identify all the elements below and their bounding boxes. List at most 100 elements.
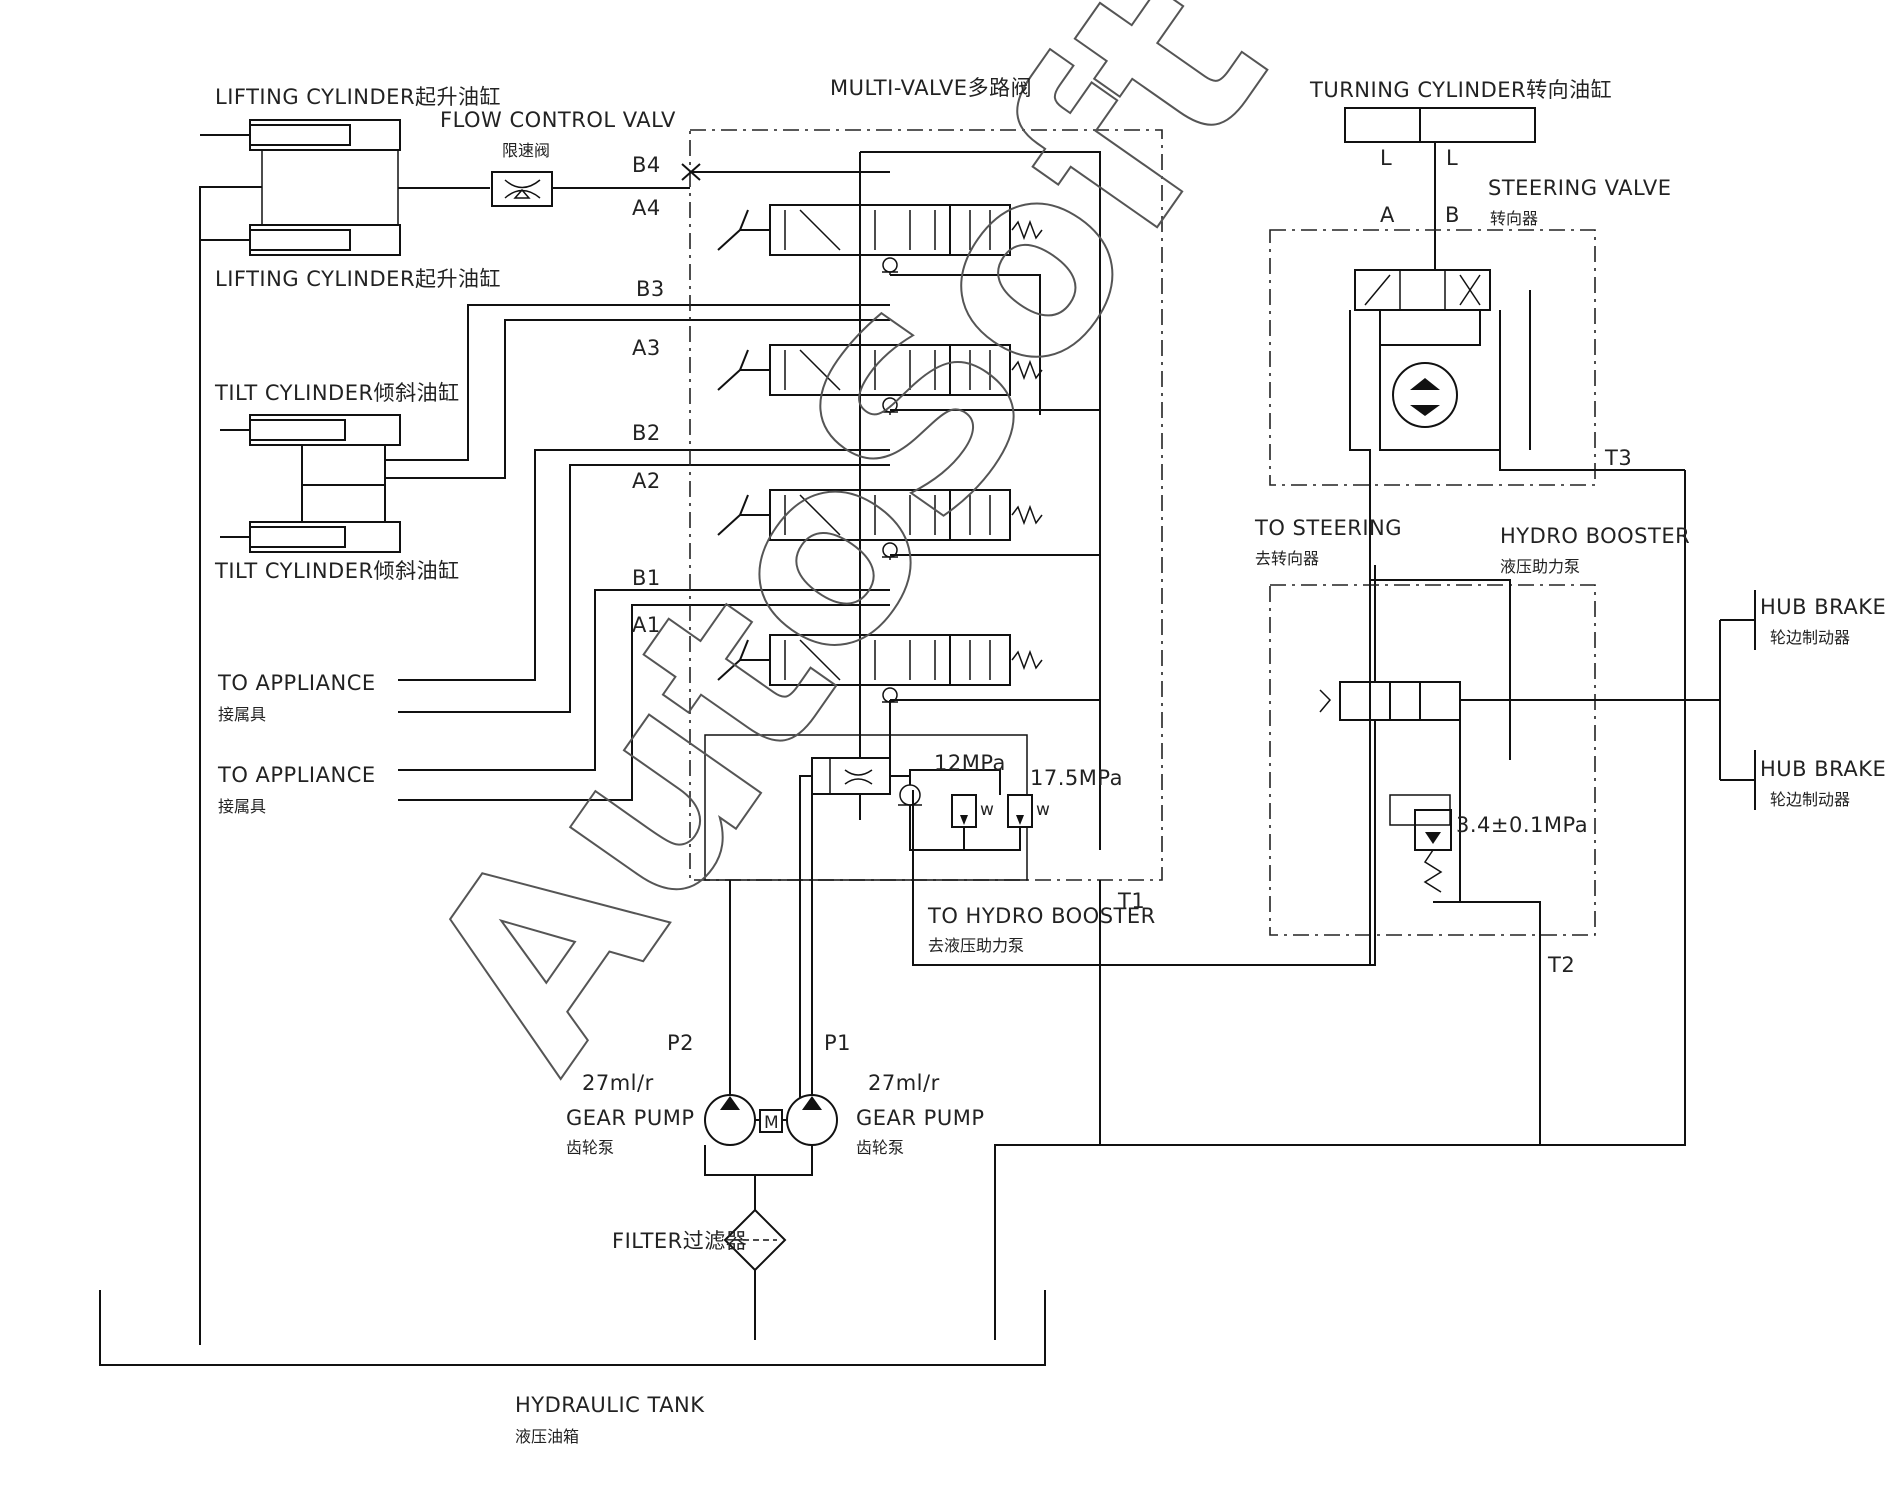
label-pump-left-name: GEAR PUMP (566, 1106, 695, 1130)
label-b1: B1 (632, 566, 661, 590)
valve-section-1 (717, 634, 1043, 705)
label-steering-valve: STEERING VALVE (1488, 176, 1672, 200)
svg-text:w: w (1036, 800, 1050, 820)
relief-valve-175mpa: w (1007, 794, 1050, 828)
to-hydro-booster-line (912, 565, 1376, 966)
tilt-cylinder-bottom (220, 521, 401, 553)
tilt-cylinder-top (220, 414, 401, 446)
steering-motor-loop (1379, 310, 1481, 346)
label-lifting-cyl-top: LIFTING CYLINDER起升油缸 (215, 85, 501, 109)
label-hub-brake-2: HUB BRAKE (1760, 757, 1886, 781)
appliance-line-b2 (398, 449, 890, 681)
watermark: AutoSoft (370, 0, 1321, 1114)
label-steering-valve-cn: 转向器 (1490, 209, 1538, 228)
steering-motor (1392, 362, 1458, 428)
label-b2: B2 (632, 421, 661, 445)
label-to-appliance-1: TO APPLIANCE (217, 671, 376, 695)
label-port-b: B (1445, 203, 1460, 227)
label-b4: B4 (632, 153, 661, 177)
label-t1: T1 (1117, 889, 1145, 913)
label-filter: FILTER过滤器 (612, 1229, 747, 1253)
booster-spool (1319, 681, 1461, 721)
priority-valve (811, 757, 891, 795)
gear-pump-left (704, 1094, 756, 1146)
priority-out (890, 775, 911, 785)
label-tilt-cyl-bottom: TILT CYLINDER倾斜油缸 (214, 559, 460, 583)
booster-relief (1414, 809, 1452, 893)
label-p2: P2 (667, 1031, 694, 1055)
label-b3: B3 (636, 277, 665, 301)
appliance-line-b1 (398, 589, 890, 771)
steering-supply (1349, 310, 1371, 580)
valve-section-2 (717, 489, 1043, 560)
label-pump-right-disp: 27ml/r (868, 1071, 940, 1095)
steering-valve-envelope (1269, 229, 1596, 486)
label-t2: T2 (1547, 953, 1575, 977)
label-to-steering-cn: 去转向器 (1255, 549, 1319, 568)
label-tilt-cyl-top: TILT CYLINDER倾斜油缸 (214, 381, 460, 405)
label-a4: A4 (632, 196, 661, 220)
pump2-supply (799, 775, 812, 1135)
steering-spool (1354, 269, 1491, 311)
label-pressure-175: 17.5MPa (1030, 766, 1123, 790)
gear-pump-right (786, 1094, 838, 1146)
steering-motor-ret (1379, 345, 1500, 451)
tilt-line-a3 (385, 319, 890, 479)
hydro-booster-envelope (1269, 584, 1596, 936)
flow-control-valve (491, 171, 553, 207)
appliance-line-a1 (398, 604, 890, 801)
valve-section-3 (717, 344, 1043, 415)
appliance-line-a2 (398, 464, 890, 713)
svg-text:w: w (980, 800, 994, 820)
relief-valve-12mpa: w (951, 794, 994, 828)
check-valve-relief (898, 784, 922, 806)
label-hub-brake-2-cn: 轮边制动器 (1770, 790, 1850, 809)
label-hub-brake-1-cn: 轮边制动器 (1770, 628, 1850, 647)
mv-return-a (890, 274, 1041, 415)
label-to-steering: TO STEERING (1254, 516, 1402, 540)
mv-return-gallery (860, 151, 1101, 850)
label-to-appliance-1-cn: 接属具 (218, 705, 266, 724)
hydraulic-tank (99, 1290, 1046, 1366)
label-to-appliance-2-cn: 接属具 (218, 797, 266, 816)
turning-cylinder (1344, 107, 1536, 275)
label-port-l2: L (1446, 146, 1458, 170)
label-a2: A2 (632, 469, 661, 493)
label-pump-left-disp: 27ml/r (582, 1071, 654, 1095)
label-a1: A1 (632, 613, 661, 637)
label-tank-cn: 液压油箱 (515, 1427, 579, 1446)
label-pressure-34: 3.4±0.1MPa (1456, 813, 1588, 837)
label-to-appliance-2: TO APPLIANCE (217, 763, 376, 787)
label-port-l1: L (1380, 146, 1392, 170)
label-hydro-booster: HYDRO BOOSTER (1500, 524, 1690, 548)
label-lifting-cyl-bottom: LIFTING CYLINDER起升油缸 (215, 267, 501, 291)
lifting-cylinder-bottom (200, 224, 401, 256)
hub-brake-2-line (1720, 750, 1756, 810)
label-tank: HYDRAULIC TANK (515, 1393, 705, 1417)
relief-feed (909, 769, 1001, 795)
label-to-hydro-booster-cn: 去液压助力泵 (928, 936, 1024, 955)
t2-line (1433, 901, 1541, 1145)
label-pump-left-cn: 齿轮泵 (566, 1138, 614, 1157)
label-flow-control: FLOW CONTROL VALV (440, 108, 676, 132)
lifting-cylinder-frame (261, 149, 399, 226)
label-pressure-12: 12MPa (934, 751, 1006, 775)
label-pump-right-name: GEAR PUMP (856, 1106, 985, 1130)
label-motor: M (764, 1113, 779, 1133)
label-pump-right-cn: 齿轮泵 (856, 1138, 904, 1157)
label-flow-control-cn: 限速阀 (502, 141, 550, 160)
label-a3: A3 (632, 336, 661, 360)
label-port-a: A (1380, 203, 1395, 227)
booster-relief-frame (1389, 794, 1451, 826)
lifting-cylinder-top (200, 119, 401, 151)
hub-brake-1-line (1720, 590, 1756, 650)
label-multi-valve: MULTI-VALVE多路阀 (830, 76, 1032, 100)
label-t3: T3 (1604, 446, 1632, 470)
booster-loop (1370, 579, 1511, 760)
label-hub-brake-1: HUB BRAKE (1760, 595, 1886, 619)
label-p1: P1 (824, 1031, 851, 1055)
label-to-hydro-booster: TO HYDRO BOOSTER (927, 904, 1156, 928)
suction-line (704, 1145, 813, 1176)
multi-valve-envelope (689, 129, 1163, 881)
